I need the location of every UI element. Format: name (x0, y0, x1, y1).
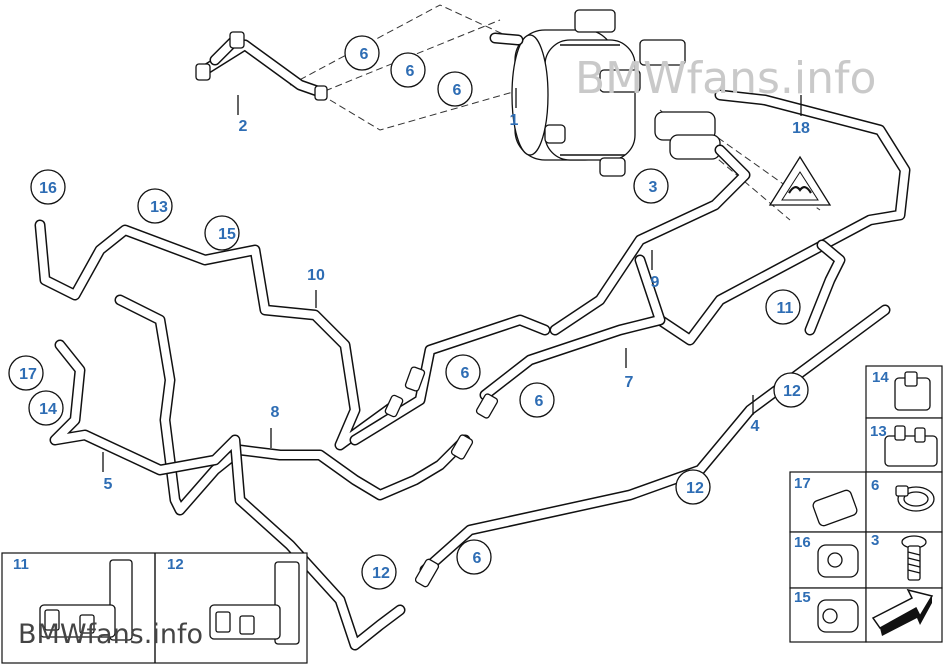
detail-label-15: 15 (794, 589, 811, 606)
callout-1: 1 (510, 112, 519, 129)
callout-2: 2 (239, 118, 248, 135)
callout-4: 4 (751, 418, 760, 435)
hoses (34, 89, 911, 651)
detail-label-14: 14 (872, 369, 889, 386)
detail-label-16: 16 (794, 534, 811, 551)
callout-12a: 12 (783, 383, 801, 400)
callout-3: 3 (649, 179, 658, 196)
clip-14-drawing (894, 371, 931, 411)
callout-12c: 12 (372, 565, 390, 582)
carbon-canister-part-1[interactable] (489, 9, 721, 177)
arrow-icon (871, 588, 934, 636)
callout-18: 18 (792, 120, 810, 137)
callout-5: 5 (104, 476, 113, 493)
detail-label-13: 13 (870, 423, 887, 440)
callout-9: 9 (651, 274, 660, 291)
watermark-top: BMWfans.info (575, 53, 876, 104)
callout-6c: 6 (453, 82, 462, 99)
detail-label-6: 6 (871, 477, 879, 494)
clip-17-drawing (812, 489, 858, 527)
connector-pipe-part-2[interactable] (195, 31, 328, 101)
detail-label-11: 11 (13, 556, 29, 573)
callout-numbers: 1 2 6 6 6 3 18 16 13 15 9 10 11 17 14 6 … (19, 46, 810, 582)
detail-box-left: 11 12 (1, 552, 308, 664)
screw-3-drawing (901, 535, 927, 581)
callout-15: 15 (218, 226, 236, 243)
clip-15-drawing (817, 599, 859, 633)
callout-6a: 6 (360, 46, 369, 63)
callout-6b: 6 (406, 63, 415, 80)
callout-12b: 12 (686, 480, 704, 497)
callout-17: 17 (19, 366, 37, 383)
detail-box-right: 14 13 17 6 16 3 15 (789, 365, 943, 643)
clip-11-drawing (39, 559, 133, 641)
callout-6d: 6 (461, 365, 470, 382)
callout-6e: 6 (535, 393, 544, 410)
hose-clamp-6-drawing (895, 485, 935, 512)
callout-16: 16 (39, 180, 57, 197)
callout-11: 11 (777, 300, 794, 317)
clip-16-drawing (817, 544, 859, 578)
callout-6f: 6 (473, 550, 482, 567)
hose-connectors (384, 366, 499, 588)
callout-7: 7 (625, 374, 634, 391)
detail-label-17: 17 (794, 475, 811, 492)
detail-label-3: 3 (871, 532, 879, 549)
clip-13-drawing (884, 425, 938, 467)
warning-label-part-18[interactable] (768, 155, 832, 206)
callout-10: 10 (307, 267, 325, 284)
callouts (8, 35, 809, 590)
detail-label-12: 12 (167, 556, 184, 573)
watermark-bottom: BMWfans.info (18, 619, 203, 650)
callout-14: 14 (39, 401, 57, 418)
callout-8: 8 (271, 404, 280, 421)
callout-13: 13 (150, 199, 168, 216)
clip-12-drawing (209, 561, 300, 645)
